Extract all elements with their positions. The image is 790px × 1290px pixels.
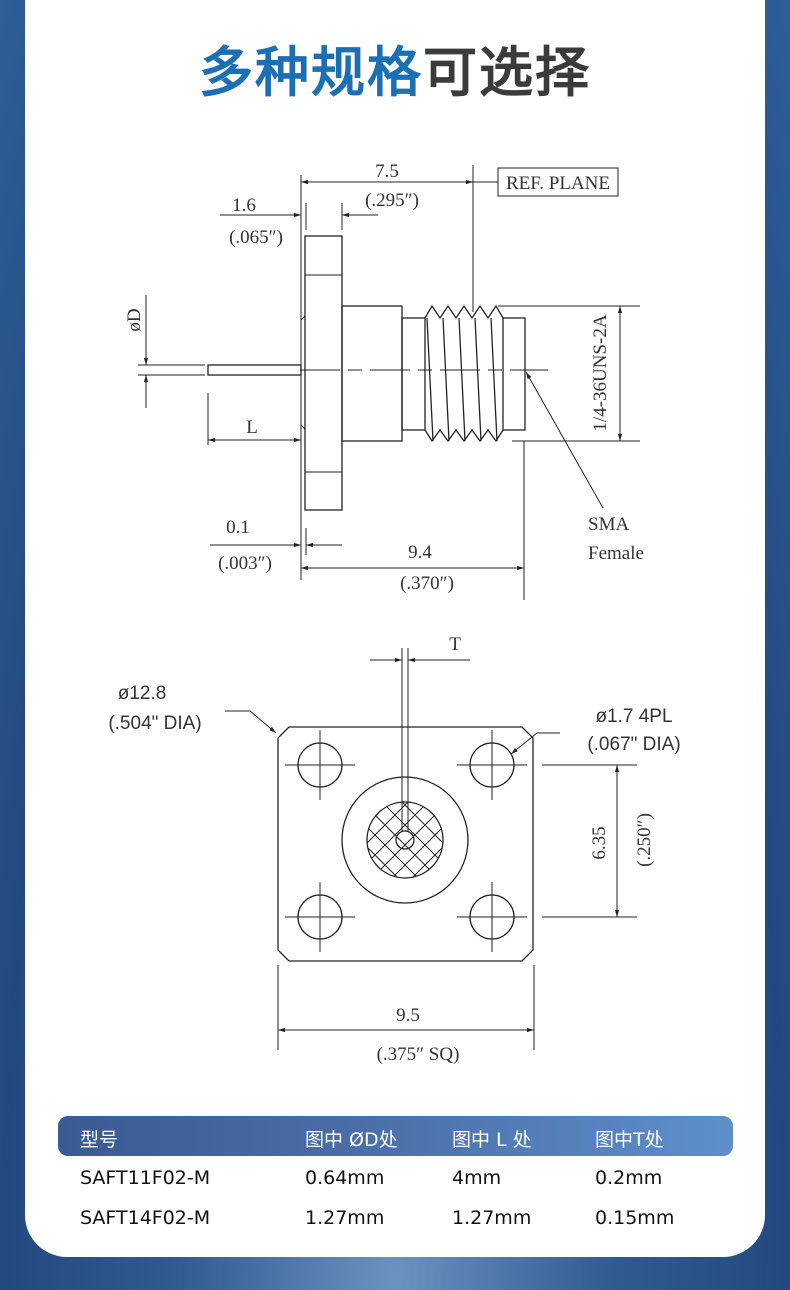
thread-spec: 1/4-36UNS-2A [590, 314, 611, 431]
cell-length: 4mm [452, 1167, 502, 1189]
table-header [58, 1116, 733, 1156]
dia-12-8-inch: (.504" DIA) [108, 713, 201, 734]
pin [207, 364, 302, 376]
header-model: 型号 [80, 1129, 119, 1151]
cell-thickness: 0.2mm [595, 1167, 663, 1189]
cell-model: SAFT14F02-M [80, 1207, 211, 1229]
cell-diameter: 1.27mm [305, 1207, 385, 1229]
body [341, 305, 403, 442]
dim-9-5-in: (.375″ SQ) [377, 1044, 460, 1065]
side-view: 7.5 (.295″) REF. PLANE 1.6 (.065″) øD L … [124, 161, 644, 600]
title-highlight: 多种规格 [199, 41, 423, 104]
t-label: T [449, 634, 461, 655]
title-rest: 可选择 [423, 41, 591, 104]
mounting-holes [285, 730, 527, 952]
dim-9-4: 9.4 [408, 542, 432, 563]
ref-plane-label: REF. PLANE [506, 173, 610, 194]
dia-12-8: ø12.8 [118, 683, 167, 704]
header-thickness: 图中T处 [595, 1129, 664, 1151]
dia-1-7-in: (.067" DIA) [587, 734, 680, 755]
dim-0-1-in: (.003″) [218, 553, 272, 574]
dia-1-7: ø1.7 4PL [595, 706, 672, 727]
header-diameter: 图中 ØD处 [305, 1129, 398, 1151]
content-card [25, 0, 765, 1257]
cell-length: 1.27mm [452, 1207, 532, 1229]
dim-7-5-in: (.295″) [365, 190, 419, 211]
sma-label: SMA [588, 514, 629, 535]
dim-9-4-in: (.370″) [400, 573, 454, 594]
header-length: 图中 L 处 [452, 1129, 532, 1151]
flange [304, 235, 343, 511]
connector-end [502, 317, 526, 431]
square-flange [277, 726, 534, 962]
cell-diameter: 0.64mm [305, 1167, 385, 1189]
dim-7-5: 7.5 [375, 161, 399, 182]
page-title: 多种规格可选择 [0, 28, 790, 107]
cell-thickness: 0.15mm [595, 1207, 675, 1229]
dim-6-35-in: (.250″) [634, 813, 655, 867]
front-view: T ø12.8 (.504" DIA) ø1.7 4PL (.067" DIA)… [108, 634, 680, 1065]
phi-d-label: øD [124, 308, 145, 331]
l-label: L [246, 417, 258, 438]
dim-1-6-in: (.065″) [229, 227, 283, 248]
dim-9-5: 9.5 [396, 1005, 420, 1026]
cell-model: SAFT11F02-M [80, 1167, 211, 1189]
female-label: Female [588, 543, 644, 564]
thread [424, 304, 504, 443]
dim-1-6: 1.6 [232, 195, 256, 216]
outer-ring [341, 776, 469, 904]
dielectric [366, 801, 444, 879]
center-pin [395, 830, 415, 850]
dim-0-1: 0.1 [226, 517, 250, 538]
dim-6-35: 6.35 [589, 826, 610, 859]
neck [401, 317, 426, 431]
